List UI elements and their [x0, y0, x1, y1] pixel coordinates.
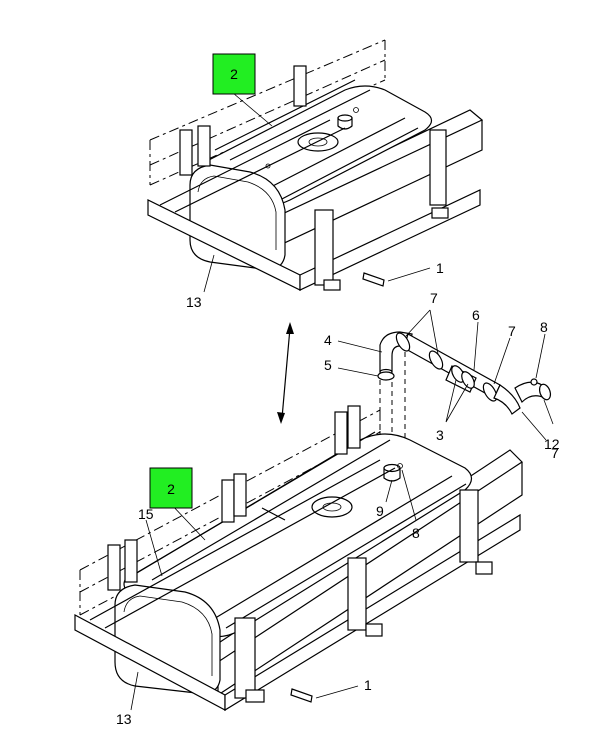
top-tank-assembly — [147, 39, 484, 293]
hose-clamp-7c — [482, 382, 498, 402]
leader-6 — [473, 321, 479, 371]
top-filler-cap-center — [308, 137, 328, 147]
hose-clamp-3b — [461, 371, 475, 389]
leader-4 — [337, 340, 383, 353]
bottom-callout-1: 1 — [364, 677, 372, 693]
top-leader-2 — [232, 92, 273, 127]
bottom-leader-1 — [315, 685, 359, 699]
bottom-leader-8 — [401, 469, 417, 521]
top-foot-1 — [323, 279, 341, 291]
bottom-bracket-9 — [459, 489, 479, 563]
leader-12 — [543, 399, 554, 425]
arrow-head-bottom — [277, 412, 285, 424]
bottom-callout-9: 9 — [376, 503, 384, 519]
bottom-leader-15 — [145, 519, 163, 577]
bottom-vent-fitting — [397, 463, 403, 469]
leader-5 — [337, 367, 379, 377]
bottom-bracket-1 — [107, 544, 121, 591]
top-leader-13 — [203, 254, 215, 293]
top-bracket-1 — [179, 129, 193, 176]
arrow-head-top — [286, 322, 294, 334]
bottom-sender-top — [383, 463, 401, 473]
bottom-bracket-2 — [124, 539, 138, 583]
bottom-bracket-5 — [334, 411, 348, 455]
top-bracket-3 — [293, 65, 307, 107]
hose-clamp-7b — [428, 350, 444, 370]
top-sender-top — [337, 114, 353, 122]
hose-callout-7c: 7 — [551, 445, 559, 461]
hose-callout-8a: 8 — [540, 319, 548, 335]
bottom-base-frame-front — [224, 513, 521, 712]
bottom-callout-box — [149, 467, 193, 509]
hose-callout-6: 6 — [472, 307, 480, 323]
top-strap-front — [264, 117, 419, 201]
bottom-foot-1 — [245, 689, 265, 703]
arrow-shaft — [281, 327, 291, 419]
transition-arrow — [277, 322, 294, 424]
top-drain-dot — [265, 163, 271, 169]
bottom-bracket-7 — [234, 617, 256, 699]
bottom-bolt — [290, 688, 313, 703]
bottom-foot-2 — [365, 623, 383, 637]
bottom-bracket-6 — [347, 405, 361, 449]
top-bracket-5 — [429, 129, 447, 206]
hose-end-open — [538, 383, 552, 401]
hose-fitting-8 — [530, 378, 538, 386]
hose-end-elbow — [493, 384, 521, 415]
bottom-callout-13: 13 — [116, 711, 132, 727]
top-callout-label: 2 — [230, 66, 238, 82]
bottom-strap-rear — [137, 431, 391, 581]
top-callout-13: 13 — [186, 294, 202, 310]
bottom-endcap-inner — [123, 595, 213, 676]
bottom-leader-2 — [169, 502, 206, 541]
bottom-leader-9 — [385, 479, 393, 503]
top-brackets — [179, 65, 449, 291]
top-bracket-2 — [197, 125, 211, 167]
leader-7c — [521, 411, 547, 441]
bottom-brackets — [107, 405, 493, 703]
hose-clamp-5 — [377, 371, 395, 381]
bottom-strap-front — [211, 475, 467, 629]
hose-callout-3: 3 — [436, 427, 444, 443]
hose-callout-5: 5 — [324, 357, 332, 373]
bottom-filler-cap — [311, 496, 353, 518]
bottom-callout-15: 15 — [138, 506, 154, 522]
bottom-foot-3 — [475, 561, 493, 575]
top-strap-rear — [214, 79, 371, 161]
bottom-tank-endcap — [114, 584, 221, 695]
leader-8a — [535, 333, 546, 379]
leader-7b — [493, 337, 511, 385]
hose-assembly — [337, 309, 554, 471]
top-base-frame-rail — [159, 119, 346, 213]
hose-callout-4: 4 — [324, 332, 332, 348]
top-bracket-4 — [314, 209, 334, 286]
top-foot-2 — [431, 207, 449, 219]
hose-callout-7b: 7 — [508, 323, 516, 339]
leader-7a — [405, 309, 439, 355]
top-callout-1: 1 — [436, 260, 444, 276]
bottom-base-frame-rail — [89, 459, 396, 629]
bottom-tank-assembly — [74, 405, 523, 712]
top-callout-box — [212, 53, 256, 95]
leader-3 — [445, 379, 469, 423]
hose-callout-12: 12 — [544, 436, 560, 452]
hose-callout-7a: 7 — [430, 290, 438, 306]
bottom-leader-13 — [130, 671, 139, 711]
bottom-callout-8: 8 — [412, 525, 420, 541]
hose-clamp-7a — [395, 332, 411, 352]
bottom-bracket-8 — [347, 557, 367, 631]
bottom-callout-label: 2 — [167, 481, 175, 497]
top-vent-fitting — [353, 107, 359, 113]
bottom-bracket-3 — [221, 479, 235, 523]
hose-clamp-3a — [451, 365, 465, 383]
top-leader-1 — [387, 267, 431, 282]
bottom-bracket-4 — [233, 473, 247, 517]
top-bolt — [362, 272, 385, 287]
